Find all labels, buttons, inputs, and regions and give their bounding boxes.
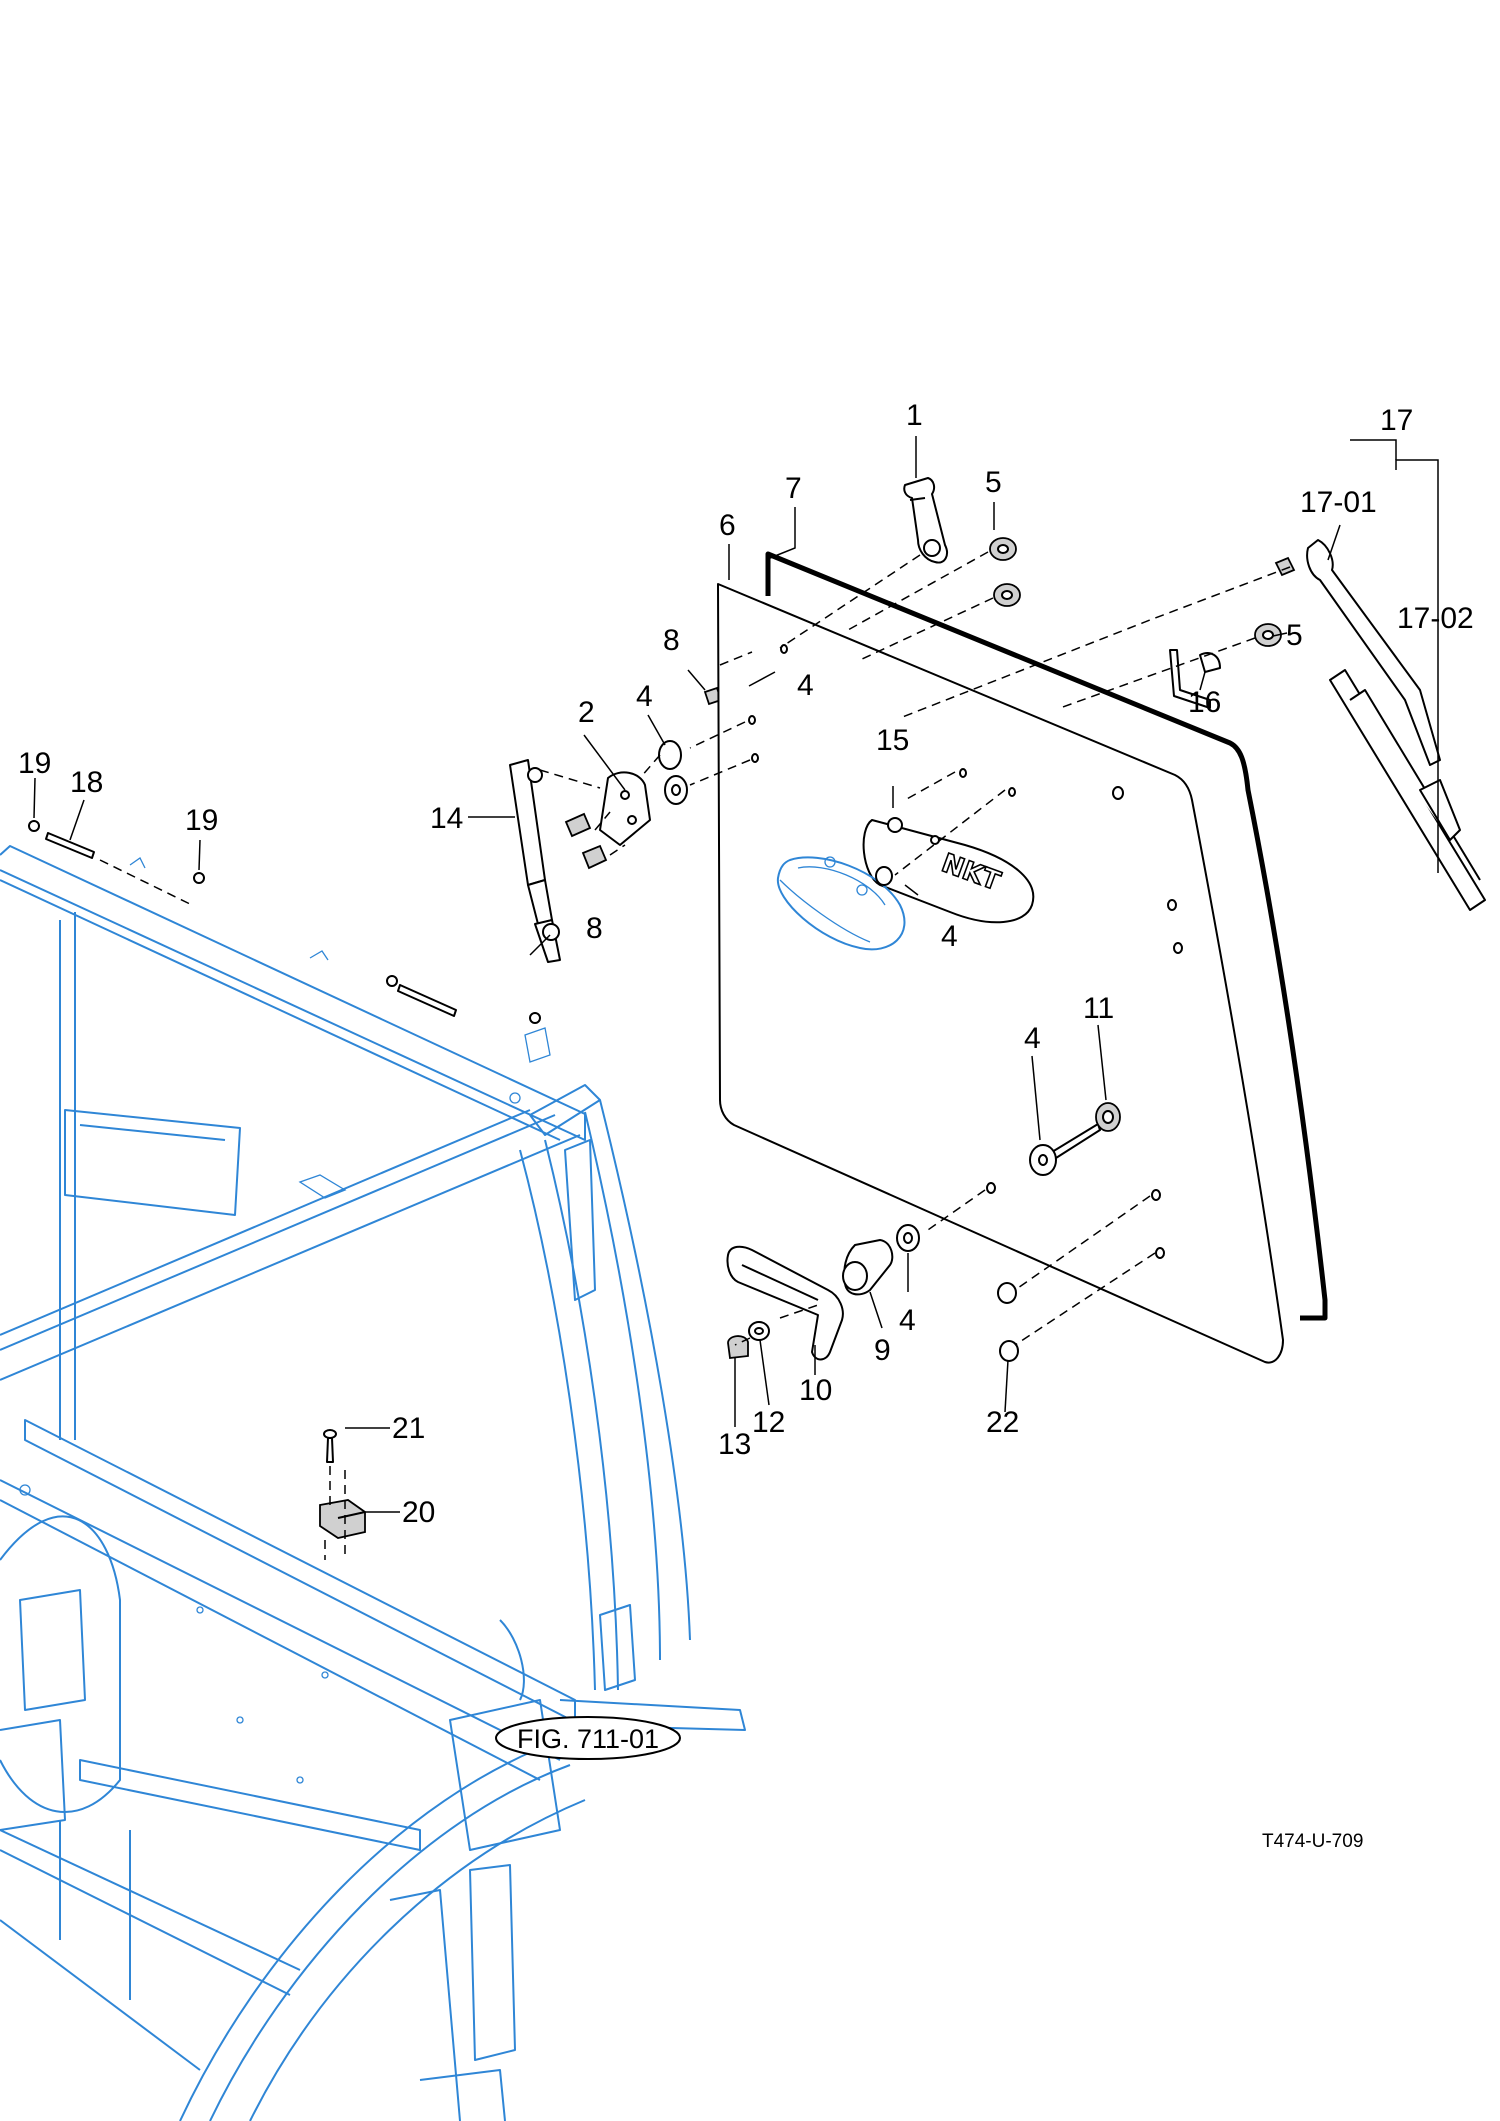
callout-4-bolt: 4: [1024, 1022, 1041, 1055]
callout-16: 16: [1188, 686, 1221, 719]
callout-14: 14: [430, 802, 463, 835]
callout-13: 13: [718, 1428, 751, 1461]
drawing-number: T474-U-709: [1262, 1831, 1363, 1852]
callout-22: 22: [986, 1406, 1019, 1439]
washer-4-motor: [875, 866, 893, 886]
wiper-blade-17-02: [1329, 669, 1486, 911]
callout-8-lower: 8: [586, 912, 603, 945]
screw-21: [323, 1429, 337, 1463]
gas-strut-14: [509, 759, 561, 963]
figure-reference-badge[interactable]: FIG. 711-01: [495, 1716, 681, 1760]
grommet-22: [997, 1282, 1019, 1362]
window-seal-7: [765, 551, 1328, 1321]
wiper-motor: [776, 856, 906, 951]
rear-window-glass-6: [717, 583, 1284, 1364]
callout-5: 5: [985, 466, 1002, 499]
callout-2: 2: [578, 696, 595, 729]
nut-5: [989, 537, 1282, 647]
bolt-11: [1051, 1102, 1121, 1159]
callout-1: 1: [906, 399, 923, 432]
leader-lines: [33, 436, 1439, 1513]
hinge-bracket-2: [599, 771, 651, 846]
washer-4-left: [658, 740, 688, 805]
callout-6: 6: [719, 509, 736, 542]
callout-17-01: 17-01: [1300, 486, 1377, 519]
assembly-lines: [324, 551, 1291, 1560]
wiper-arm-17-01: [1274, 539, 1441, 766]
retaining-clip-19: [28, 820, 541, 1024]
callout-18: 18: [70, 766, 103, 799]
callout-4-bumper: 4: [899, 1304, 916, 1337]
washer-4-bumper: [896, 1224, 920, 1252]
callout-8-upper: 8: [663, 624, 680, 657]
wiper-motor-gasket-15: NKT: [862, 817, 1035, 924]
callout-19-left: 19: [18, 747, 51, 780]
callout-19-right: 19: [185, 804, 218, 837]
figure-reference: FIG. 711-01: [517, 1724, 659, 1754]
washer-12: [748, 1321, 770, 1341]
glass-mounting-holes: [748, 644, 1183, 1259]
callout-7: 7: [785, 472, 802, 505]
rubber-bumper-9: [842, 1239, 894, 1296]
callout-4-upper: 4: [797, 669, 814, 702]
callout-21: 21: [392, 1412, 425, 1445]
latch-lever-10: [726, 1245, 844, 1361]
callout-15: 15: [876, 724, 909, 757]
callout-labels: 1 5 7 6 17 17-01 17-02 8 4 2 4 5 16 15 1…: [18, 399, 1474, 1529]
callout-20: 20: [402, 1496, 435, 1529]
cap-nut-13: [727, 1335, 749, 1359]
callout-17: 17: [1380, 404, 1413, 437]
latch-handle-1: [903, 477, 948, 564]
callout-5-right: 5: [1286, 619, 1303, 652]
callout-10: 10: [799, 1374, 832, 1407]
washer-nozzle-16: [1169, 649, 1221, 709]
callout-4-bracket: 4: [636, 680, 653, 713]
callout-9: 9: [874, 1334, 891, 1367]
stop-block-20: [319, 1499, 366, 1539]
callout-11: 11: [1083, 992, 1114, 1025]
callout-4-motor: 4: [941, 920, 958, 953]
washer-4-bolt: [1029, 1144, 1057, 1176]
callout-12: 12: [752, 1406, 785, 1439]
callout-17-02: 17-02: [1397, 602, 1474, 635]
hinge-pin-18: [45, 832, 457, 1017]
cab-frame: [0, 845, 746, 2121]
